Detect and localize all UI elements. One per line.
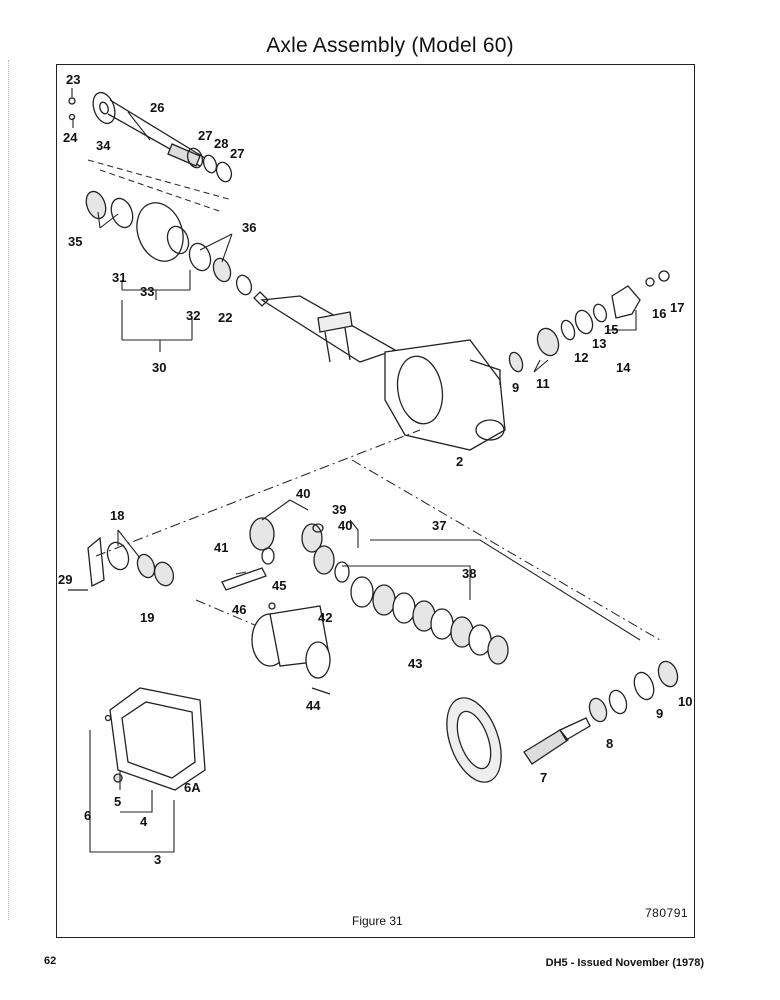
callout-9-lower: 9 xyxy=(656,706,663,721)
callout-28: 28 xyxy=(214,136,228,151)
carrier-housing-drawing xyxy=(384,339,506,451)
differential-cover-drawing xyxy=(104,687,206,791)
callout-23: 23 xyxy=(66,72,80,87)
callout-40-lower: 40 xyxy=(338,518,352,533)
page-title: Axle Assembly (Model 60) xyxy=(266,34,514,57)
callout-2: 2 xyxy=(456,454,463,469)
callout-13: 13 xyxy=(592,336,606,351)
callout-34: 34 xyxy=(96,138,111,153)
callout-12: 12 xyxy=(574,350,588,365)
callout-26: 26 xyxy=(150,100,164,115)
callout-38: 38 xyxy=(462,566,476,581)
callout-30: 30 xyxy=(152,360,166,375)
callout-32: 32 xyxy=(186,308,200,323)
callout-46: 46 xyxy=(232,602,246,617)
callout-10: 10 xyxy=(678,694,692,709)
callout-9-upper: 9 xyxy=(512,380,519,395)
callout-11: 11 xyxy=(536,376,550,391)
callout-43: 43 xyxy=(408,656,422,671)
callout-24: 24 xyxy=(63,130,78,145)
callout-8: 8 xyxy=(606,736,613,751)
wheel-hub-drawing xyxy=(85,190,253,296)
callout-15: 15 xyxy=(604,322,618,337)
figure-frame xyxy=(56,64,695,938)
ring-pinion-drawing xyxy=(446,660,679,783)
callout-39: 39 xyxy=(332,502,346,517)
callout-41: 41 xyxy=(214,540,228,555)
callout-17: 17 xyxy=(670,300,684,315)
callout-36: 36 xyxy=(242,220,256,235)
callout-19: 19 xyxy=(140,610,154,625)
callout-6: 6 xyxy=(84,808,91,823)
callout-leaders xyxy=(71,88,641,853)
issue-line: DH5 - Issued November (1978) xyxy=(545,957,704,969)
callout-45: 45 xyxy=(272,578,286,593)
callout-5: 5 xyxy=(114,794,121,809)
callout-18: 18 xyxy=(110,508,124,523)
callout-33: 33 xyxy=(140,284,154,299)
callout-4: 4 xyxy=(140,814,148,829)
figure-number: 780791 xyxy=(645,906,689,920)
side-bearings-drawing xyxy=(68,536,175,591)
callout-31: 31 xyxy=(112,270,126,285)
callout-6a: 6A xyxy=(184,780,201,795)
page-number: 62 xyxy=(44,955,57,967)
pinion-parts-drawing xyxy=(508,270,670,373)
callout-27-lower: 27 xyxy=(230,146,244,161)
callout-3: 3 xyxy=(154,852,161,867)
clutch-pack-drawing xyxy=(350,576,509,665)
callout-22: 22 xyxy=(218,310,232,325)
figure-caption: Figure 31 xyxy=(352,914,403,928)
callout-44: 44 xyxy=(306,698,321,713)
differential-gears-drawing xyxy=(221,517,350,591)
callout-40-upper: 40 xyxy=(296,486,310,501)
scan-margin-dots xyxy=(8,60,13,920)
callout-37: 37 xyxy=(432,518,446,533)
callout-27-upper: 27 xyxy=(198,128,212,143)
bolt-23-drawing xyxy=(68,97,76,121)
callout-29: 29 xyxy=(58,572,72,587)
callout-16: 16 xyxy=(652,306,666,321)
callout-42: 42 xyxy=(318,610,332,625)
axle-shaft-drawing xyxy=(92,91,206,167)
callout-7: 7 xyxy=(540,770,547,785)
callout-14: 14 xyxy=(616,360,631,375)
differential-case-drawing xyxy=(251,602,331,695)
axle-tube-drawing xyxy=(253,291,397,363)
spacers-27-28-drawing xyxy=(186,147,233,183)
callout-35: 35 xyxy=(68,234,82,249)
